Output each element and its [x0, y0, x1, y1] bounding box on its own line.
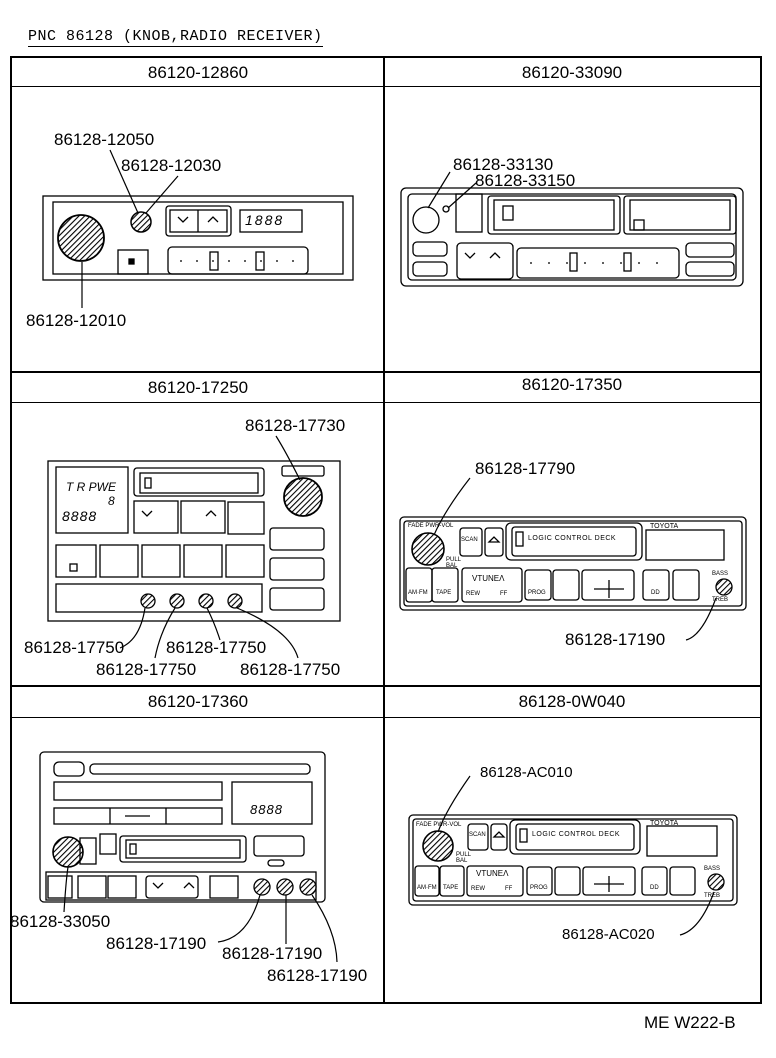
grid-divider-1: [10, 371, 762, 373]
knob-17790: [411, 532, 445, 566]
grid-divider-vertical: [383, 56, 385, 1004]
assembly-number: 86120-33090: [521, 63, 623, 82]
control-label: SCAN: [461, 537, 478, 543]
radio-unit-33090: [400, 187, 744, 287]
knob-17750: [198, 593, 214, 609]
assembly-number: 86120-17250: [147, 378, 249, 397]
radio-unit-17360: [39, 751, 326, 903]
control-label: LOGIC CONTROL DECK: [532, 831, 621, 838]
part-callout: 86128-17750: [166, 638, 267, 657]
leader-lines: [63, 149, 717, 963]
control-label: VTUNEɅ: [472, 574, 505, 583]
radio-unit-17350: [399, 516, 747, 611]
part-callout: 86128-12030: [121, 156, 222, 175]
page-title: PNC 86128 (KNOB,RADIO RECEIVER): [28, 28, 323, 47]
control-label: FF: [505, 886, 513, 892]
control-label: SCAN: [469, 832, 486, 838]
control-label: AM·FM: [417, 885, 437, 891]
control-label: FADE PWR-VOL: [408, 523, 454, 529]
knob-ac020: [707, 873, 725, 891]
control-label: AM·FM: [408, 590, 428, 596]
assembly-number: 86120-17350: [521, 375, 623, 394]
part-callout: 86128-17750: [24, 638, 125, 657]
knob-17190: [715, 578, 733, 596]
knob-33150: [442, 205, 450, 213]
control-label: FF: [500, 591, 508, 597]
control-label: BASS: [712, 571, 729, 577]
display-readout: 8888: [62, 508, 98, 524]
part-callout: 86128-33130: [453, 155, 554, 174]
control-label: REW: [466, 591, 480, 597]
control-label: DD: [651, 590, 660, 596]
control-label: PULL: [446, 557, 462, 563]
control-label: TAPE: [436, 590, 452, 596]
grid-header-line-1: [10, 86, 762, 87]
control-label: BAL: [456, 858, 468, 864]
control-label: PROG: [528, 590, 546, 596]
part-callout: 86128-12010: [26, 311, 127, 330]
assembly-number: 86128-0W040: [518, 692, 626, 711]
knob-17730: [283, 477, 323, 517]
control-label: TREB: [712, 597, 729, 603]
control-label: BASS: [704, 866, 721, 872]
display-readout: T R PWE: [66, 480, 116, 494]
knob-33130: [412, 206, 440, 234]
control-label: DD: [650, 885, 659, 891]
part-callout: 86128-17750: [96, 660, 197, 679]
brand-label: TOYOTA: [650, 820, 679, 827]
knob-17750: [140, 593, 156, 609]
part-callout: 86128-17190: [106, 934, 207, 953]
control-label: LOGIC CONTROL DECK: [528, 535, 617, 542]
part-callout: 86128-33150: [475, 171, 576, 190]
tune-knob-12050: [130, 211, 152, 233]
parts-grid: [10, 56, 762, 1004]
volume-knob-12010: [57, 214, 105, 262]
grid-header-line-3: [10, 717, 762, 718]
knob-17190: [276, 878, 294, 896]
control-label: PULL: [456, 852, 472, 858]
part-callout: 86128-17190: [222, 944, 323, 963]
part-callout: 86128-AC020: [562, 926, 655, 943]
grid-header-line-2: [10, 402, 762, 403]
part-callout: 86128-17730: [245, 416, 346, 435]
brand-label: TOYOTA: [650, 523, 679, 530]
figure-code: ME W222-B: [644, 1013, 736, 1032]
knob-33050: [52, 836, 84, 868]
control-label: REW: [471, 886, 485, 892]
control-label: BAL: [446, 563, 458, 569]
control-label: VTUNEɅ: [476, 869, 509, 878]
display-readout: 8: [108, 494, 115, 508]
knob-17190: [253, 878, 271, 896]
part-callout: 86128-33050: [10, 912, 111, 931]
control-label: TAPE: [443, 885, 459, 891]
display-readout: 8888: [250, 802, 283, 817]
control-label: TREB: [704, 893, 721, 899]
part-callout: 86128-17190: [267, 966, 368, 985]
knob-17750: [169, 593, 185, 609]
part-callout: 86128-AC010: [480, 764, 573, 781]
knob-17750: [227, 593, 243, 609]
radio-unit-12860: [42, 195, 354, 281]
radio-unit-0w040: [408, 814, 738, 906]
part-callout: 86128-17790: [475, 459, 576, 478]
grid-divider-2: [10, 685, 762, 687]
control-label: FADE PWR-VOL: [416, 822, 462, 828]
control-label: PROG: [530, 885, 548, 891]
part-callout: 86128-17750: [240, 660, 341, 679]
radio-unit-17250: [47, 460, 341, 622]
assembly-number: 86120-17360: [147, 692, 249, 711]
part-callout: 86128-12050: [54, 130, 155, 149]
knob-ac010: [422, 830, 454, 862]
knob-17190: [299, 878, 317, 896]
display-readout: 1888: [245, 212, 285, 228]
assembly-number: 86120-12860: [147, 63, 249, 82]
part-callout: 86128-17190: [565, 630, 666, 649]
